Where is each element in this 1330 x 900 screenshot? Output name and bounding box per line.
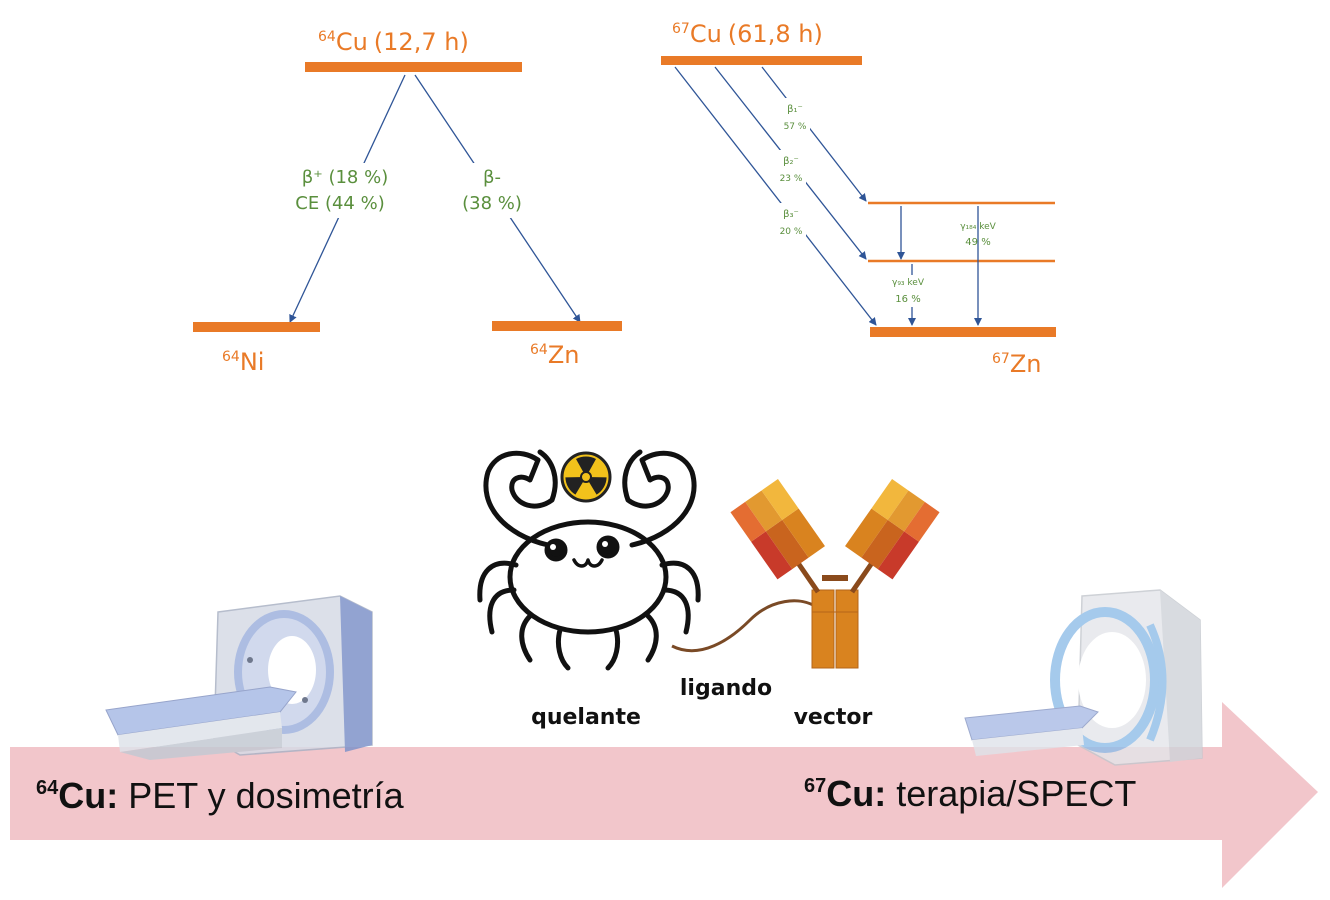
cu64-beta-minus-pct: (38 %) bbox=[462, 193, 522, 214]
radiation-icon bbox=[560, 451, 612, 503]
cu64-parent-label: 64Cu(12,7 h) bbox=[318, 28, 469, 56]
antibody-icon bbox=[730, 478, 940, 669]
pet-scanner-icon bbox=[105, 595, 373, 760]
linker-label: ligando bbox=[680, 676, 772, 701]
cu67-parent-label: 67Cu(61,8 h) bbox=[672, 20, 823, 48]
beta2-pct: 23 % bbox=[780, 174, 803, 184]
gamma184-label: γ₁₈₄ keV bbox=[960, 222, 996, 232]
zn64-level bbox=[492, 321, 622, 331]
cu64-ec-label: CE (44 %) bbox=[295, 193, 384, 214]
cu67-use-label: 67Cu:terapia/SPECT bbox=[804, 773, 1136, 814]
beta1-label: β₁⁻ bbox=[787, 104, 803, 115]
zn67-ground-level bbox=[870, 327, 1056, 337]
cu64-decay-scheme: 64Cu(12,7 h) β⁺ (18 %) CE (44 %) β- (38 … bbox=[193, 28, 622, 376]
cu67-beta1-arrow bbox=[761, 66, 867, 202]
cu67-beta3-arrow bbox=[674, 66, 877, 326]
beta1-pct: 57 % bbox=[784, 122, 807, 132]
linker-wire bbox=[671, 599, 819, 653]
gamma93-pct: 16 % bbox=[895, 294, 920, 305]
ni64-level bbox=[193, 322, 320, 332]
beta3-pct: 20 % bbox=[780, 227, 803, 237]
crab-chelator-icon bbox=[477, 449, 701, 671]
chelator-label: quelante bbox=[531, 705, 641, 730]
zn67-label: 67Zn bbox=[992, 350, 1041, 378]
cu64-beta-minus-label: β- bbox=[483, 167, 501, 188]
cu64-parent-level bbox=[305, 62, 522, 72]
beta2-label: β₂⁻ bbox=[783, 156, 799, 167]
cu67-parent-level bbox=[661, 56, 862, 65]
gamma93-label: γ₉₃ keV bbox=[892, 278, 925, 288]
cu64-use-label: 64Cu:PET y dosimetría bbox=[36, 775, 405, 816]
cu64-beta-plus-label: β⁺ (18 %) bbox=[302, 167, 388, 188]
vector-label: vector bbox=[794, 705, 873, 730]
beta3-label: β₃⁻ bbox=[783, 209, 799, 220]
gamma184-pct: 49 % bbox=[965, 237, 990, 248]
cu67-decay-scheme: 67Cu(61,8 h) β₁⁻ 57 % β₂⁻ 23 % β₃⁻ 20 % … bbox=[661, 20, 1056, 378]
spect-scanner-icon bbox=[964, 589, 1203, 766]
ni64-label: 64Ni bbox=[222, 348, 264, 376]
zn64-label: 64Zn bbox=[530, 341, 579, 369]
